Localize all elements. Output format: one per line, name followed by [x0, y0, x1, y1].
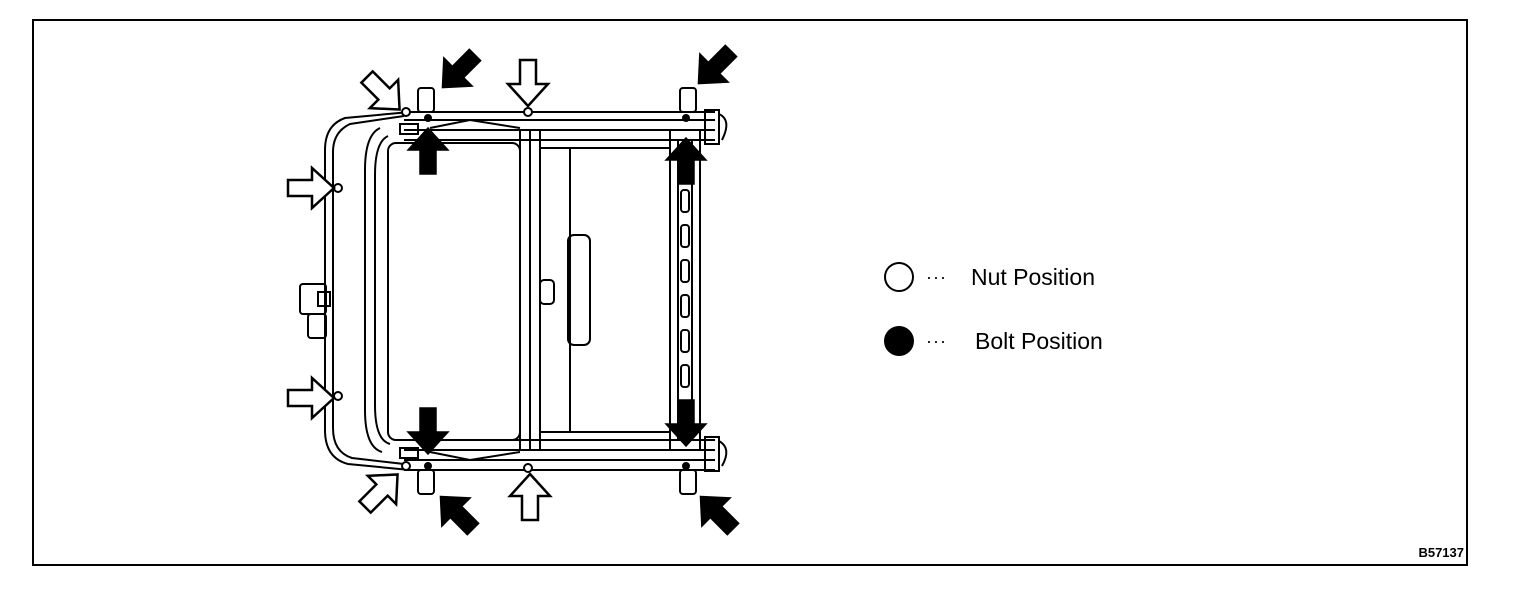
- legend-nut-row: ··· Nut Position: [884, 262, 1095, 292]
- legend-bolt-row: ··· Bolt Position: [884, 326, 1103, 356]
- filled-circle-icon: [884, 326, 914, 356]
- legend-bolt-label: Bolt Position: [974, 327, 1103, 354]
- open-circle-icon: [884, 262, 914, 292]
- housing-frame: [299, 87, 728, 495]
- legend-nut-label: Nut Position: [970, 263, 1095, 290]
- nut-position-markers: [333, 107, 533, 473]
- figure-code: B57137: [1418, 545, 1464, 560]
- legend-separator: ···: [926, 266, 947, 287]
- legend-separator: ···: [926, 330, 947, 351]
- figure-frame: [32, 19, 1468, 566]
- bolt-position-markers: [424, 114, 690, 470]
